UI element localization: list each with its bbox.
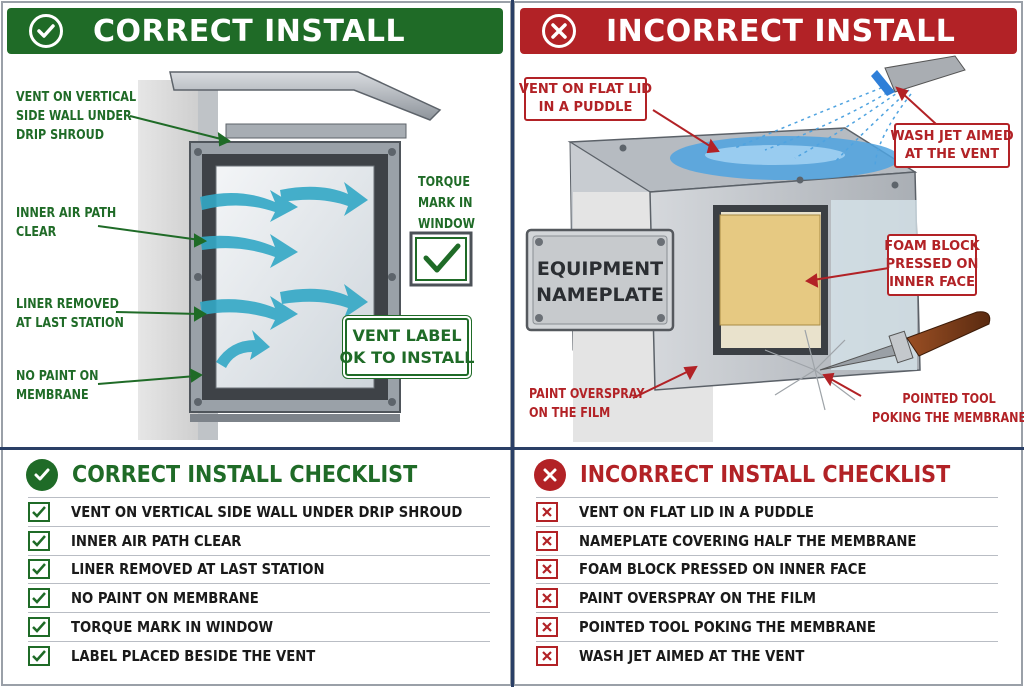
incorrect-checklist-title: INCORRECT INSTALL CHECKLIST [534, 459, 991, 491]
panel-divider [511, 0, 514, 687]
list-item: VENT ON FLAT LID IN A PUDDLE [536, 497, 998, 526]
checkbox-check-icon [28, 501, 50, 522]
x-circle-icon [534, 459, 566, 491]
checkbox-check-icon [28, 588, 50, 609]
checkbox-x-icon [536, 559, 558, 580]
list-item: INNER AIR PATH CLEAR [28, 525, 490, 555]
correct-checklist: VENT ON VERTICAL SIDE WALL UNDER DRIP SH… [28, 497, 490, 670]
checkbox-check-icon [28, 559, 50, 580]
list-item: NO PAINT ON MEMBRANE [28, 583, 490, 612]
callout-paint-overspray: PAINT OVERSPRAY ON THE FILM [529, 387, 645, 421]
correct-checklist-title: CORRECT INSTALL CHECKLIST [26, 459, 456, 491]
incorrect-panel-frame [513, 1, 1023, 686]
list-item: NAMEPLATE COVERING HALF THE MEMBRANE [536, 525, 998, 555]
checkbox-x-icon [536, 617, 558, 638]
list-item: LABEL PLACED BESIDE THE VENT [28, 640, 490, 670]
incorrect-header-title: INCORRECT INSTALL [606, 13, 956, 49]
checkbox-x-icon [536, 645, 558, 666]
callout-no-paint: NO PAINT ON MEMBRANE [16, 369, 99, 403]
correct-header-title: CORRECT INSTALL [93, 13, 406, 49]
list-item: WASH JET AIMED AT THE VENT [536, 640, 998, 670]
list-item: PAINT OVERSPRAY ON THE FILM [536, 583, 998, 612]
callout-torque-mark: TORQUE MARK IN WINDOW [418, 175, 475, 232]
list-item: FOAM BLOCK PRESSED ON INNER FACE [536, 554, 998, 584]
list-item: TORQUE MARK IN WINDOW [28, 612, 490, 641]
checkbox-x-icon [536, 501, 558, 522]
x-circle-icon [542, 14, 576, 48]
callout-foam-block: FOAM BLOCK PRESSED ON INNER FACE [884, 234, 980, 296]
callout-wash-jet: WASH JET AIMED AT THE VENT [890, 123, 1014, 168]
callout-flat-lid-puddle: VENT ON FLAT LID IN A PUDDLE [519, 77, 652, 121]
checkbox-check-icon [28, 645, 50, 666]
list-item: VENT ON VERTICAL SIDE WALL UNDER DRIP SH… [28, 497, 490, 526]
checkbox-x-icon [536, 588, 558, 609]
checkbox-check-icon [28, 617, 50, 638]
callout-liner-removed: LINER REMOVED AT LAST STATION [16, 297, 124, 331]
check-circle-icon [26, 459, 58, 491]
incorrect-callout-arrows [632, 86, 937, 399]
checkbox-x-icon [536, 530, 558, 551]
callout-inner-air-path: INNER AIR PATH CLEAR [16, 206, 117, 240]
callout-vent-vertical-wall: VENT ON VERTICAL SIDE WALL UNDER DRIP SH… [16, 90, 137, 143]
checkbox-check-icon [28, 530, 50, 551]
nameplate-text: EQUIPMENT NAMEPLATE [536, 258, 664, 306]
incorrect-checklist: VENT ON FLAT LID IN A PUDDLE NAMEPLATE C… [536, 497, 998, 670]
list-item: LINER REMOVED AT LAST STATION [28, 554, 490, 584]
list-item: POINTED TOOL POKING THE MEMBRANE [536, 612, 998, 641]
correct-install-header: CORRECT INSTALL [7, 8, 503, 54]
check-circle-icon [29, 14, 63, 48]
vent-label-box: VENT LABEL OK TO INSTALL [340, 318, 474, 376]
incorrect-install-header: INCORRECT INSTALL [520, 8, 1017, 54]
callout-pointed-tool: POINTED TOOL POKING THE MEMBRANE [872, 392, 1024, 426]
equipment-nameplate [525, 228, 675, 332]
correct-callout-arrows [97, 115, 473, 385]
